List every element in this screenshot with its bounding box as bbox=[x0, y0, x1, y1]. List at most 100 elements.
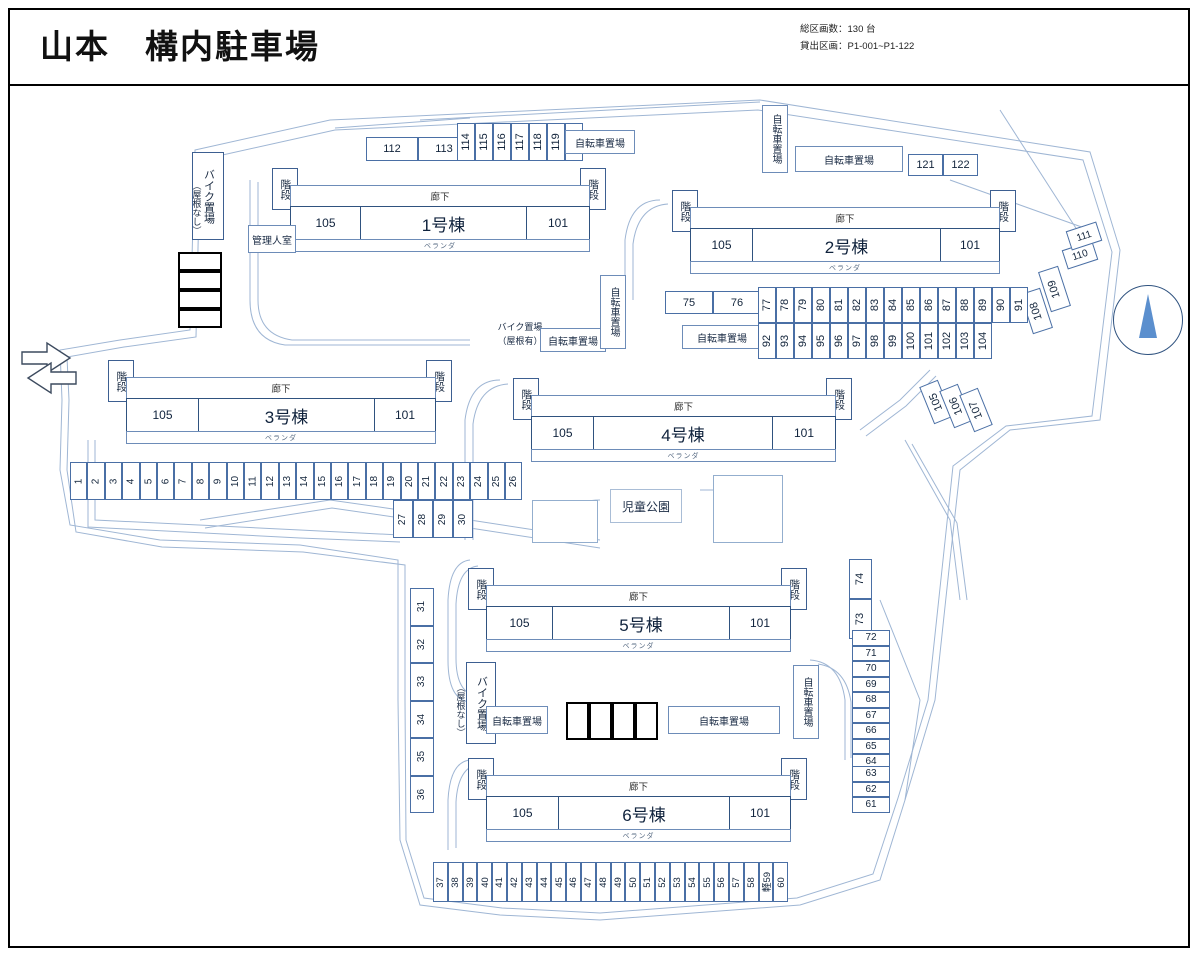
stall-19[interactable]: 19 bbox=[383, 462, 401, 500]
stall-16[interactable]: 16 bbox=[331, 462, 349, 500]
stall-14[interactable]: 14 bbox=[296, 462, 314, 500]
stall-4[interactable]: 4 bbox=[122, 462, 140, 500]
stall-34[interactable]: 34 bbox=[410, 700, 434, 738]
stall-79[interactable]: 79 bbox=[794, 287, 812, 323]
stall-44[interactable]: 44 bbox=[536, 862, 552, 902]
stall-82[interactable]: 82 bbox=[848, 287, 866, 323]
stall-57[interactable]: 57 bbox=[729, 862, 744, 902]
stall-23[interactable]: 23 bbox=[452, 462, 471, 500]
stall-122[interactable]: 122 bbox=[943, 154, 978, 176]
stall-56[interactable]: 56 bbox=[714, 862, 729, 902]
stall-55[interactable]: 55 bbox=[699, 862, 715, 902]
stall-31[interactable]: 31 bbox=[410, 588, 434, 626]
stall-21[interactable]: 21 bbox=[418, 462, 436, 500]
stall-49[interactable]: 49 bbox=[610, 862, 626, 902]
stall-78[interactable]: 78 bbox=[776, 287, 794, 323]
stall-36[interactable]: 36 bbox=[410, 775, 434, 813]
stall-45[interactable]: 45 bbox=[551, 862, 567, 902]
stall-26[interactable]: 26 bbox=[505, 462, 523, 500]
bike-slot-2[interactable] bbox=[178, 271, 222, 290]
building-1-unit-105[interactable]: 105 bbox=[291, 207, 361, 239]
stall-65[interactable]: 65 bbox=[852, 738, 890, 754]
stall-27[interactable]: 27 bbox=[393, 500, 413, 538]
stall-17[interactable]: 17 bbox=[348, 462, 366, 500]
stall-103[interactable]: 103 bbox=[956, 323, 974, 359]
stall-117[interactable]: 117 bbox=[511, 123, 529, 161]
stall-2[interactable]: 2 bbox=[87, 462, 105, 500]
stall-114[interactable]: 114 bbox=[457, 123, 475, 161]
stall-33[interactable]: 33 bbox=[410, 663, 434, 701]
stall-1[interactable]: 1 bbox=[70, 462, 88, 500]
bike-slot-lower-1[interactable] bbox=[566, 702, 589, 740]
stall-50[interactable]: 50 bbox=[625, 862, 641, 902]
stall-3[interactable]: 3 bbox=[104, 462, 123, 500]
stall-118[interactable]: 118 bbox=[529, 123, 547, 161]
stall-29[interactable]: 29 bbox=[433, 500, 453, 538]
stall-71[interactable]: 71 bbox=[852, 645, 890, 661]
stall-11[interactable]: 11 bbox=[244, 462, 262, 500]
stall-87[interactable]: 87 bbox=[938, 287, 956, 323]
stall-30[interactable]: 30 bbox=[453, 500, 473, 538]
stall-84[interactable]: 84 bbox=[884, 287, 902, 323]
stall-81[interactable]: 81 bbox=[830, 287, 848, 323]
stall-80[interactable]: 80 bbox=[812, 287, 830, 323]
stall-97[interactable]: 97 bbox=[848, 323, 866, 359]
building-6-unit-101[interactable]: 101 bbox=[749, 806, 771, 820]
stall-52[interactable]: 52 bbox=[655, 862, 670, 902]
bike-slot-lower-3[interactable] bbox=[612, 702, 635, 740]
stall-40[interactable]: 40 bbox=[477, 862, 493, 902]
stall-83[interactable]: 83 bbox=[866, 287, 884, 323]
stall-47[interactable]: 47 bbox=[581, 862, 596, 902]
stall-66[interactable]: 66 bbox=[852, 723, 890, 739]
stall-13[interactable]: 13 bbox=[278, 462, 297, 500]
building-3-unit-105[interactable]: 105 bbox=[127, 399, 199, 431]
stall-91[interactable]: 91 bbox=[1010, 287, 1028, 323]
stall-72[interactable]: 72 bbox=[852, 630, 890, 646]
stall-69[interactable]: 69 bbox=[852, 676, 890, 692]
stall-54[interactable]: 54 bbox=[684, 862, 700, 902]
building-2-unit-105[interactable]: 105 bbox=[691, 229, 753, 261]
stall-35[interactable]: 35 bbox=[410, 738, 434, 776]
stall-98[interactable]: 98 bbox=[866, 323, 884, 359]
building-5-unit-101[interactable]: 101 bbox=[749, 616, 771, 630]
stall-86[interactable]: 86 bbox=[920, 287, 938, 323]
stall-102[interactable]: 102 bbox=[938, 323, 956, 359]
stall-48[interactable]: 48 bbox=[595, 862, 611, 902]
stall-22[interactable]: 22 bbox=[435, 462, 453, 500]
stall-24[interactable]: 24 bbox=[470, 462, 488, 500]
building-2-unit-101[interactable]: 101 bbox=[959, 238, 981, 252]
stall-88[interactable]: 88 bbox=[956, 287, 974, 323]
building-4-unit-101[interactable]: 101 bbox=[793, 426, 815, 440]
stall-5[interactable]: 5 bbox=[139, 462, 157, 500]
stall-60[interactable]: 60 bbox=[773, 862, 789, 902]
stall-42[interactable]: 42 bbox=[507, 862, 522, 902]
building-3-unit-101[interactable]: 101 bbox=[394, 408, 416, 422]
stall-38[interactable]: 38 bbox=[447, 862, 463, 902]
stall-32[interactable]: 32 bbox=[410, 625, 434, 663]
stall-58[interactable]: 58 bbox=[743, 862, 759, 902]
stall-99[interactable]: 99 bbox=[884, 323, 902, 359]
stall-75[interactable]: 75 bbox=[665, 291, 713, 314]
stall-62[interactable]: 62 bbox=[852, 781, 890, 797]
stall-85[interactable]: 85 bbox=[902, 287, 920, 323]
bike-slot-lower-4[interactable] bbox=[635, 702, 658, 740]
stall-37[interactable]: 37 bbox=[433, 862, 448, 902]
stall-104[interactable]: 104 bbox=[974, 323, 992, 359]
stall-121[interactable]: 121 bbox=[908, 154, 943, 176]
stall-89[interactable]: 89 bbox=[974, 287, 992, 323]
stall-77[interactable]: 77 bbox=[758, 287, 776, 323]
building-1-unit-101[interactable]: 101 bbox=[547, 216, 569, 230]
stall-115[interactable]: 115 bbox=[475, 123, 493, 161]
stall-28[interactable]: 28 bbox=[413, 500, 433, 538]
stall-53[interactable]: 53 bbox=[669, 862, 685, 902]
stall-67[interactable]: 67 bbox=[852, 707, 890, 723]
stall-51[interactable]: 51 bbox=[640, 862, 655, 902]
stall-軽59[interactable]: 軽59 bbox=[758, 862, 774, 902]
stall-112[interactable]: 112 bbox=[366, 137, 418, 161]
stall-7[interactable]: 7 bbox=[174, 462, 192, 500]
stall-119[interactable]: 119 bbox=[547, 123, 565, 161]
stall-116[interactable]: 116 bbox=[493, 123, 511, 161]
stall-96[interactable]: 96 bbox=[830, 323, 848, 359]
stall-10[interactable]: 10 bbox=[226, 462, 244, 500]
stall-8[interactable]: 8 bbox=[191, 462, 210, 500]
